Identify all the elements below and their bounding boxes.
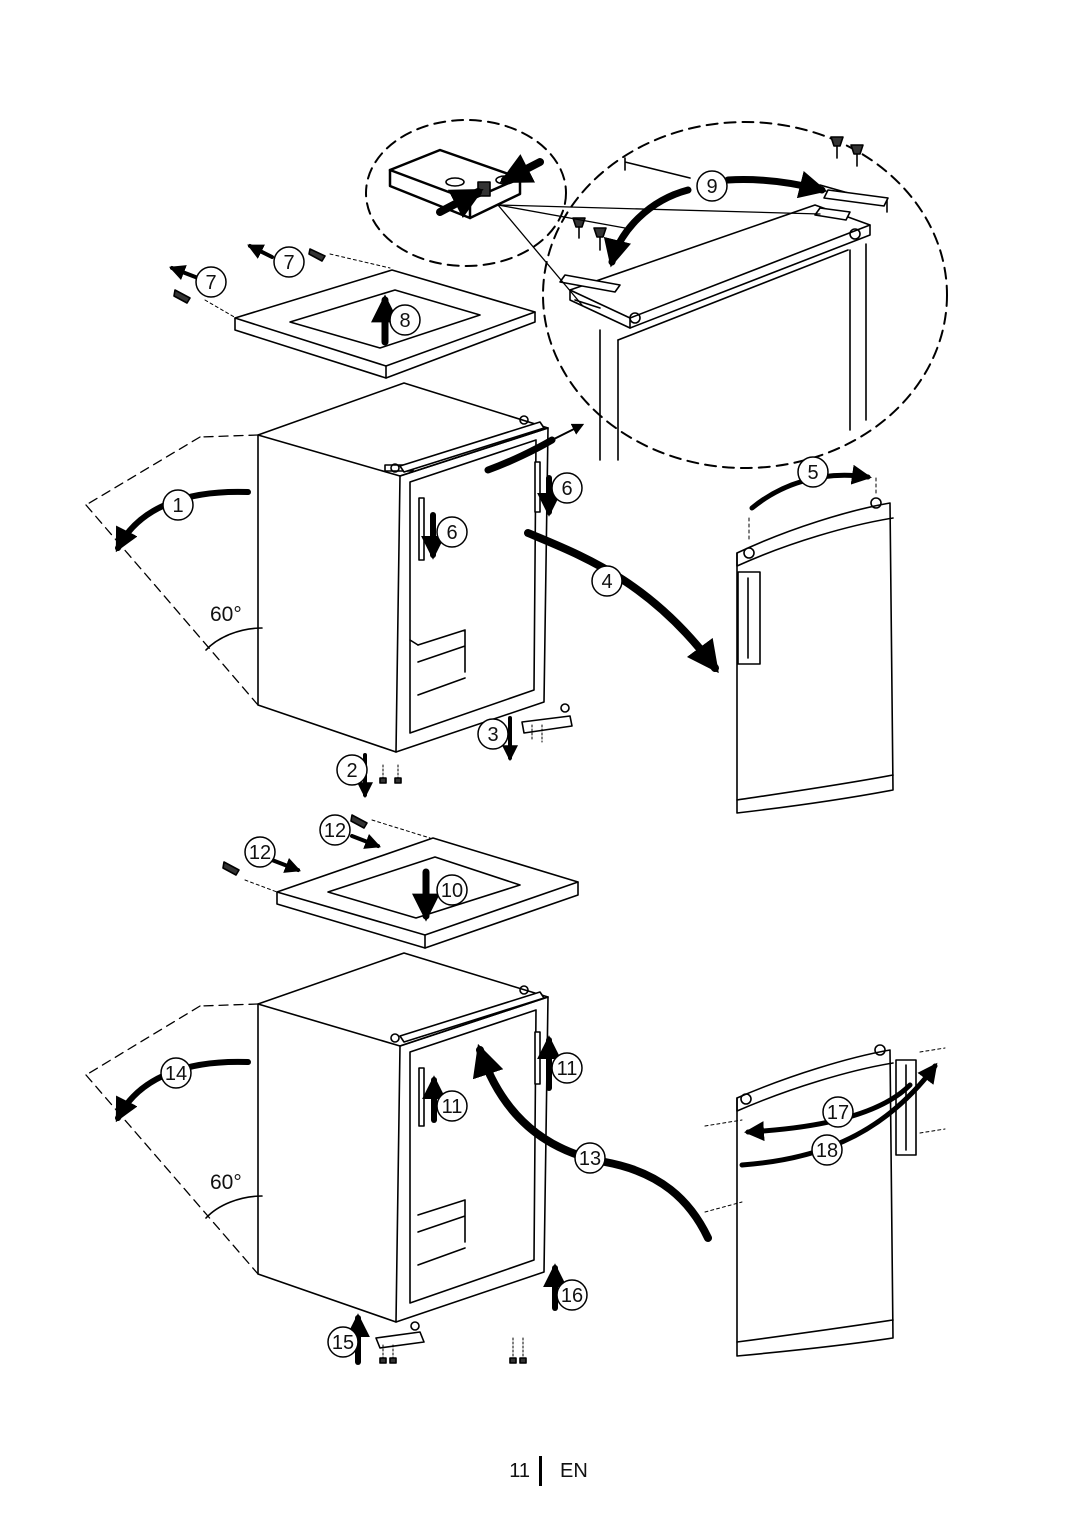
step-11b-label: 11 — [436, 1090, 468, 1122]
svg-text:2: 2 — [346, 760, 357, 782]
step-15-label: 15 — [327, 1326, 359, 1358]
svg-text:17: 17 — [827, 1102, 849, 1124]
svg-text:16: 16 — [561, 1285, 583, 1307]
step-4-label: 4 — [591, 565, 623, 597]
step-7b-label: 7 — [273, 246, 305, 278]
svg-text:5: 5 — [807, 462, 818, 484]
svg-text:14: 14 — [165, 1063, 187, 1085]
page-footer: 11 EN — [509, 1456, 588, 1486]
step-10-label: 10 — [436, 874, 468, 906]
screw-icon — [222, 814, 368, 876]
svg-text:6: 6 — [561, 478, 572, 500]
step-6a-label: 6 — [551, 472, 583, 504]
svg-text:11: 11 — [557, 1058, 578, 1080]
step-5-label: 5 — [797, 456, 829, 488]
door-reversed — [704, 1044, 946, 1357]
svg-text:12: 12 — [324, 820, 346, 842]
worktop-top — [169, 244, 536, 379]
step-6b-label: 6 — [436, 516, 468, 548]
svg-text:13: 13 — [579, 1148, 601, 1170]
screw-icon — [173, 248, 326, 304]
page-number: 11 — [509, 1460, 530, 1482]
footer-divider — [539, 1456, 542, 1486]
step-9-label: 9 — [696, 170, 728, 202]
svg-text:3: 3 — [487, 724, 498, 746]
step-3-label: 3 — [477, 718, 509, 750]
cabinet-bottom — [85, 952, 712, 1365]
svg-text:1: 1 — [172, 495, 183, 517]
step-13-label: 13 — [574, 1142, 606, 1174]
svg-text:11: 11 — [442, 1096, 463, 1118]
door-removed — [736, 464, 894, 814]
step-labels: 1 2 3 4 5 6 6 7 7 8 9 10 11 11 12 12 13 … — [160, 170, 854, 1358]
svg-text:15: 15 — [332, 1332, 354, 1354]
svg-text:18: 18 — [816, 1140, 838, 1162]
svg-text:8: 8 — [399, 310, 410, 332]
worktop-bottom — [222, 814, 579, 949]
angle-label-top: 60° — [210, 603, 242, 626]
svg-text:10: 10 — [441, 880, 463, 902]
step-11a-label: 11 — [551, 1052, 583, 1084]
large-detail-circle — [497, 121, 948, 469]
angle-label-bottom: 60° — [210, 1171, 242, 1194]
step-18-label: 18 — [811, 1134, 843, 1166]
step-2-label: 2 — [336, 754, 368, 786]
svg-text:7: 7 — [205, 272, 216, 294]
step-16-label: 16 — [556, 1279, 588, 1311]
step-1-label: 1 — [162, 489, 194, 521]
small-detail-circle — [365, 119, 567, 267]
svg-text:9: 9 — [706, 176, 717, 198]
step-7a-label: 7 — [195, 266, 227, 298]
svg-text:7: 7 — [283, 252, 294, 274]
svg-text:6: 6 — [446, 522, 457, 544]
language-code: EN — [560, 1460, 588, 1482]
step-8-label: 8 — [389, 304, 421, 336]
step-12b-label: 12 — [244, 836, 276, 868]
step-12a-label: 12 — [319, 814, 351, 846]
step-17-label: 17 — [822, 1096, 854, 1128]
step-14-label: 14 — [160, 1057, 192, 1089]
svg-text:4: 4 — [601, 571, 612, 593]
screw-icon — [572, 136, 864, 251]
svg-text:12: 12 — [249, 842, 271, 864]
cabinet-top — [85, 382, 719, 799]
